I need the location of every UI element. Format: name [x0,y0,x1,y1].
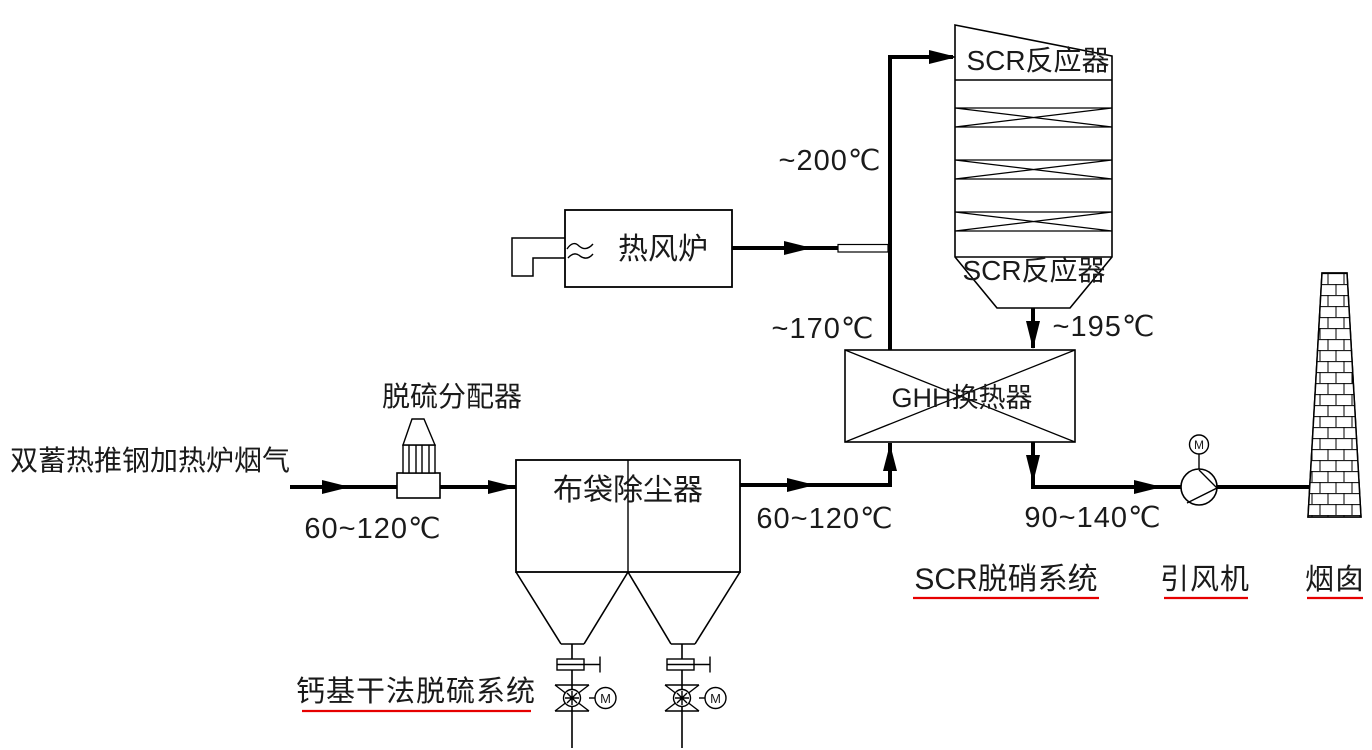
flow-lines [290,55,1310,489]
hot-blast-stove-label: 热风炉 [618,233,708,266]
chimney [1307,272,1362,518]
arrow-icon [1134,480,1162,494]
arrow-icon [1026,321,1040,349]
arrow-icon [784,241,812,255]
temp-scr-inlet-label: ~200℃ [779,145,882,177]
bag-filter-hopper-right [627,571,741,645]
bag-filter-label: 布袋除尘器 [553,474,703,507]
flow-line-ggh-to-scr [888,55,953,350]
motor-label: M [710,691,721,706]
brick-pattern [1307,272,1362,518]
calcium-fgd-system-label: 钙基干法脱硫系统 [296,675,536,708]
arrow-icon [1026,455,1040,483]
stove-outlet-lance [837,243,889,253]
stove-inlet-duct [511,237,565,277]
labels: 双蓄热推钢加热炉烟气 脱硫分配器 60~120℃ 布袋除尘器 热风炉 ~170℃… [10,45,1365,708]
flow-line-ggh-to-stack [1031,442,1310,489]
temp-filter-outlet-label: 60~120℃ [756,503,893,535]
slide-gate-valve-left [556,656,601,673]
desulfurization-distributor [396,418,441,499]
motor-icon [704,686,727,710]
catalyst-layers [954,107,1113,232]
ggh-label: GHH换热器 [892,383,1033,413]
arrow-icon [787,478,815,492]
rotary-valve-right [664,684,727,712]
temp-ggh-cold-outlet-label: ~170℃ [772,313,875,345]
rotary-valve-left [554,684,617,712]
slide-gate-valve-right [666,656,711,673]
flow-arrowheads [322,50,1162,494]
arrow-icon [883,444,897,471]
temp-stack-inlet-label: 90~140℃ [1024,502,1161,534]
flow-line-filter-to-ggh [740,443,892,487]
motor-icon [1188,434,1210,455]
scr-denox-system-label: SCR脱硝系统 [914,563,1097,596]
bag-filter [515,459,741,748]
motor-label: M [1194,438,1204,452]
id-fan-label: 引风机 [1160,563,1250,596]
distributor-label: 脱硫分配器 [382,381,522,412]
chimney-label: 烟囱 [1305,563,1365,596]
temp-inlet-label: 60~120℃ [304,513,441,545]
bag-filter-hopper-left [515,571,629,645]
hot-blast-stove [511,209,889,288]
motor-icon [594,686,617,710]
scr-reactor [954,24,1113,309]
scr-reactor-bottom-label: SCR反应器 [962,255,1105,286]
arrow-icon [929,50,957,64]
scr-reactor-top-label: SCR反应器 [966,45,1109,76]
ggh-heat-exchanger [844,349,1076,443]
fan-blade-icon [1186,469,1219,504]
motor-label: M [600,691,611,706]
temp-scr-outlet-label: ~195℃ [1053,311,1156,343]
source-gas-label: 双蓄热推钢加热炉烟气 [10,445,290,476]
id-fan [1180,434,1219,506]
arrow-icon [488,480,516,494]
flame-icon [566,242,594,259]
arrow-icon [322,480,350,494]
system-underlines [302,596,1363,713]
hopper-discharge-pipes [571,644,683,748]
